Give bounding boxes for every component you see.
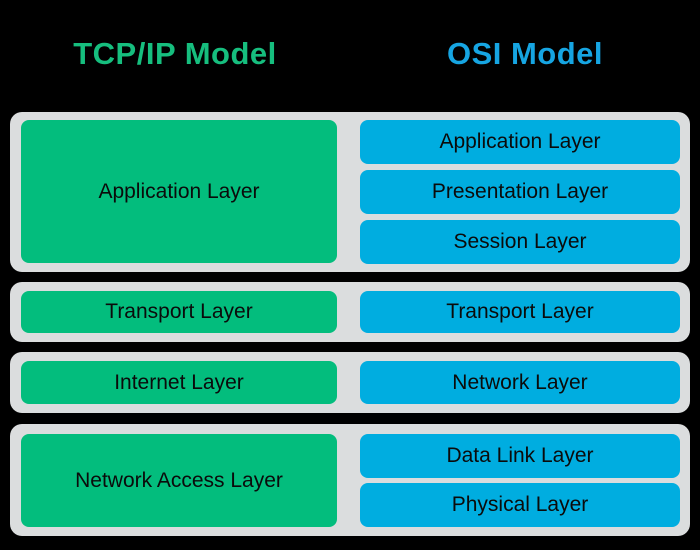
layer-group-network-access: Network Access Layer Data Link Layer Phy… [10,424,690,536]
layer-label: Physical Layer [451,493,589,516]
tcpip-model-title: TCP/IP Model [73,36,277,71]
osi-application-layer-box: Application Layer [360,120,680,164]
layer-label: Session Layer [453,230,587,253]
layer-group-transport: Transport Layer Transport Layer [10,282,690,342]
layer-label: Network Layer [452,370,588,394]
tcpip-internet-layer-box: Internet Layer [21,361,337,404]
tcpip-application-layer-box: Application Layer [21,120,337,263]
layer-label: Internet Layer [114,370,244,394]
layer-label: Application Layer [439,130,601,153]
layer-label: Presentation Layer [431,180,609,203]
osi-data-link-layer-box: Data Link Layer [360,434,680,478]
osi-network-layer-box: Network Layer [360,361,680,404]
layer-label: Transport Layer [105,300,253,323]
osi-transport-layer-box: Transport Layer [360,291,680,333]
osi-presentation-layer-box: Presentation Layer [360,170,680,214]
tcpip-transport-layer-box: Transport Layer [21,291,337,333]
layer-group-application: Application Layer Application Layer Pres… [10,112,690,272]
layer-label: Data Link Layer [446,444,594,467]
layer-label: Application Layer [98,179,260,203]
layer-label: Network Access Layer [75,468,283,492]
layer-group-internet: Internet Layer Network Layer [10,352,690,413]
osi-model-title: OSI Model [446,36,604,71]
tcpip-network-access-layer-box: Network Access Layer [21,434,337,527]
osi-physical-layer-box: Physical Layer [360,483,680,527]
osi-session-layer-box: Session Layer [360,220,680,264]
layer-label: Transport Layer [446,300,594,323]
